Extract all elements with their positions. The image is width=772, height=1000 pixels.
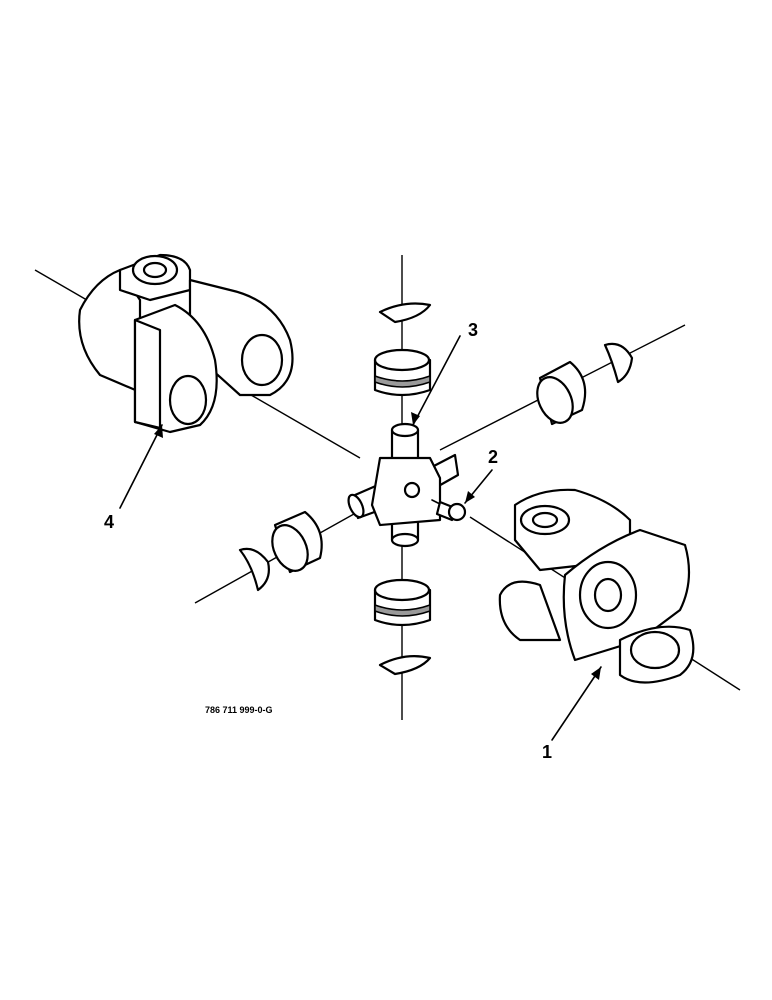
cross-spider bbox=[347, 422, 460, 548]
grease-fitting bbox=[431, 499, 467, 522]
yoke-lower-right bbox=[498, 488, 695, 684]
callout-3: 3 bbox=[468, 320, 478, 340]
snap-rings bbox=[238, 302, 634, 676]
callout-1: 1 bbox=[542, 742, 552, 762]
yoke-upper-left bbox=[78, 253, 294, 434]
callout-4: 4 bbox=[104, 512, 114, 532]
bearing-cups bbox=[271, 348, 587, 627]
figure-code: 786 711 999-0-G bbox=[205, 705, 273, 715]
callout-2: 2 bbox=[488, 447, 498, 467]
leader-lines bbox=[119, 335, 602, 741]
